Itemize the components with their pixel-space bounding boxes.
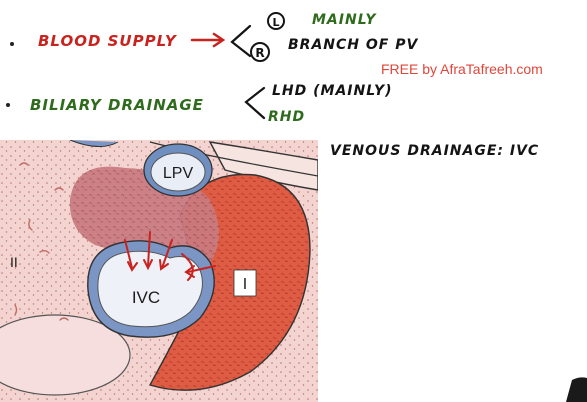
right-circle-letter: R [255, 46, 264, 60]
blood-supply-label: BLOOD SUPPLY [38, 32, 178, 50]
mainly-text: MAINLY [312, 12, 377, 28]
liver-figure: LPV IVC I II [0, 140, 318, 402]
rhd-text: RHD [268, 109, 305, 125]
segment-i-label: I [243, 276, 247, 293]
lower-left-lobe [0, 314, 131, 396]
left-circle-letter: L [272, 16, 279, 29]
bullet-dot [6, 103, 10, 107]
biliary-drainage-label: BILIARY DRAINAGE [30, 96, 204, 114]
notes-area: BLOOD SUPPLY L MAINLY R BRANCH OF PV FRE… [6, 12, 543, 159]
bracket-icon [244, 86, 266, 120]
bullet-dot [10, 42, 14, 46]
segment-ii-label: II [10, 254, 18, 270]
lpv-label: LPV [163, 165, 194, 182]
right-circle-icon [250, 42, 270, 62]
corner-shadow [566, 377, 587, 402]
hepatic-vein-arrows-icon [124, 231, 216, 281]
branch-of-pv-text: BRANCH OF PV [288, 37, 418, 53]
red-arrow-icon [190, 32, 226, 48]
lhd-mainly-text: LHD (MAINLY) [272, 83, 393, 99]
venous-drainage-text: VENOUS DRAINAGE: IVC [330, 143, 539, 159]
watermark-text: FREE by AfraTafreeh.com [381, 61, 543, 77]
ivc-label: IVC [132, 288, 160, 307]
segment-i-box [233, 269, 257, 297]
bracket-icon [230, 24, 252, 58]
left-circle-icon [267, 12, 285, 30]
